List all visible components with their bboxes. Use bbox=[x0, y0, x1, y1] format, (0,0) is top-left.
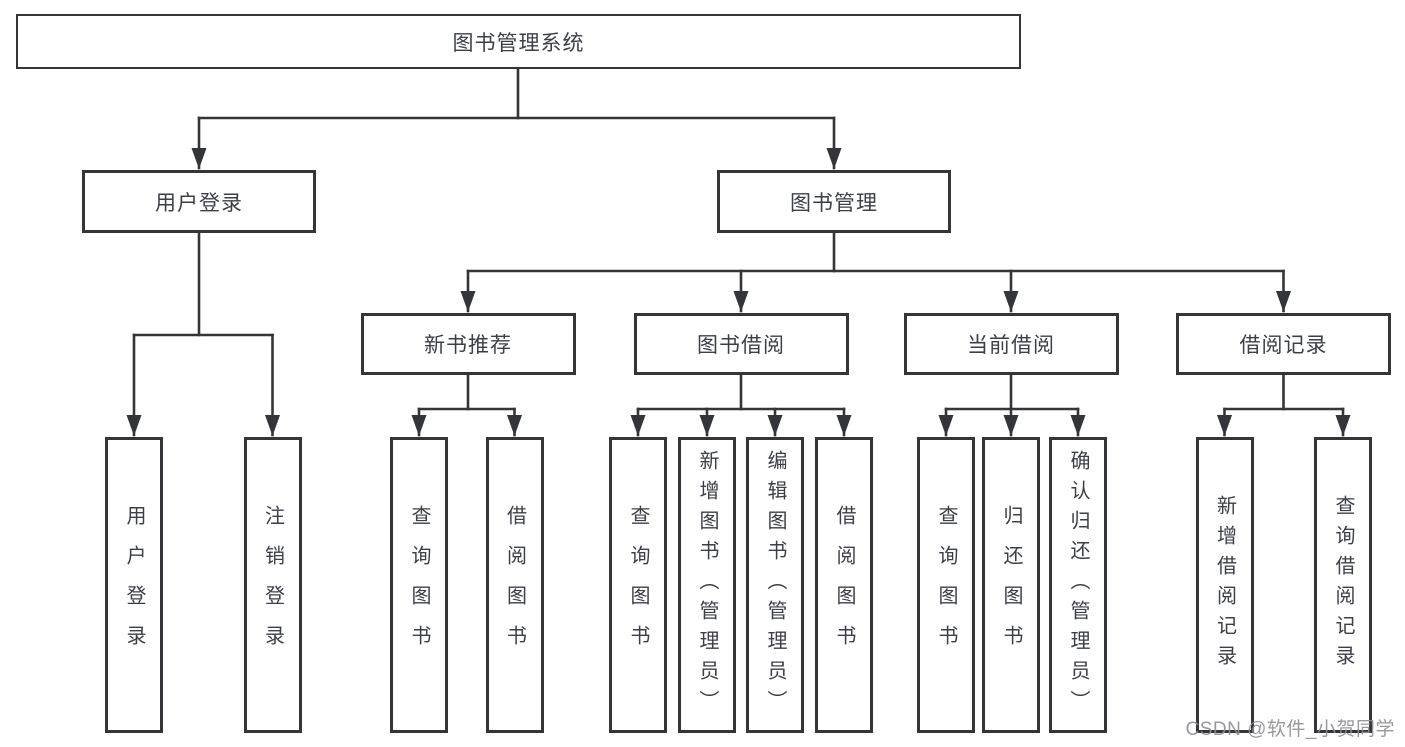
node-book-management: 图书管理 bbox=[717, 170, 951, 233]
node-label: 图书管理系统 bbox=[452, 31, 585, 55]
node-leaf-return-book: 归还图书 bbox=[982, 437, 1040, 733]
node-label: 图书管理 bbox=[790, 191, 878, 215]
node-label: 当前借阅 bbox=[967, 334, 1055, 357]
node-leaf-borrow-books-2: 借阅图书 bbox=[815, 437, 873, 733]
node-leaf-borrow-books-1: 借阅图书 bbox=[485, 437, 544, 733]
node-label: 图书借阅 bbox=[697, 334, 785, 357]
node-library-management-system: 图书管理系统 bbox=[16, 14, 1021, 69]
node-label: 借阅图书 bbox=[833, 505, 855, 665]
node-label: 新增借阅记录 bbox=[1213, 495, 1236, 675]
node-label: 用户登录 bbox=[155, 191, 243, 215]
node-label: 查询借阅记录 bbox=[1332, 495, 1354, 675]
csdn-watermark: CSDN @软件_小贺同学 bbox=[1185, 719, 1395, 740]
node-label: 用户登录 bbox=[123, 505, 145, 665]
node-leaf-query-books-3: 查询图书 bbox=[917, 437, 975, 733]
node-leaf-add-borrow-record: 新增借阅记录 bbox=[1195, 437, 1254, 733]
node-user-login: 用户登录 bbox=[82, 170, 316, 233]
node-leaf-query-books-1: 查询图书 bbox=[390, 437, 448, 733]
node-label: 查询图书 bbox=[408, 505, 430, 665]
node-current-borrowing: 当前借阅 bbox=[903, 313, 1119, 375]
node-borrowing-records: 借阅记录 bbox=[1176, 313, 1391, 375]
node-book-borrowing: 图书借阅 bbox=[633, 313, 849, 375]
node-label: 确认归还（管理员） bbox=[1067, 450, 1089, 720]
node-leaf-confirm-return-admin: 确认归还（管理员） bbox=[1049, 437, 1107, 733]
node-leaf-query-borrow-record: 查询借阅记录 bbox=[1314, 437, 1372, 733]
node-leaf-edit-book-admin: 编辑图书（管理员） bbox=[746, 437, 804, 733]
node-label: 查询图书 bbox=[627, 505, 649, 665]
node-label: 新书推荐 bbox=[424, 334, 512, 357]
node-label: 查询图书 bbox=[935, 505, 957, 665]
node-leaf-add-book-admin: 新增图书（管理员） bbox=[678, 437, 736, 733]
node-leaf-query-books-2: 查询图书 bbox=[609, 437, 667, 733]
node-label: 编辑图书（管理员） bbox=[764, 450, 786, 720]
node-leaf-logout: 注销登录 bbox=[243, 437, 302, 733]
node-label: 归还图书 bbox=[1000, 505, 1022, 665]
node-label: 借阅记录 bbox=[1239, 334, 1328, 357]
node-leaf-user-login: 用户登录 bbox=[105, 437, 163, 733]
node-new-book-recommend: 新书推荐 bbox=[360, 313, 576, 375]
node-label: 注销登录 bbox=[261, 505, 284, 665]
node-label: 借阅图书 bbox=[503, 505, 526, 665]
node-label: 新增图书（管理员） bbox=[696, 450, 718, 720]
